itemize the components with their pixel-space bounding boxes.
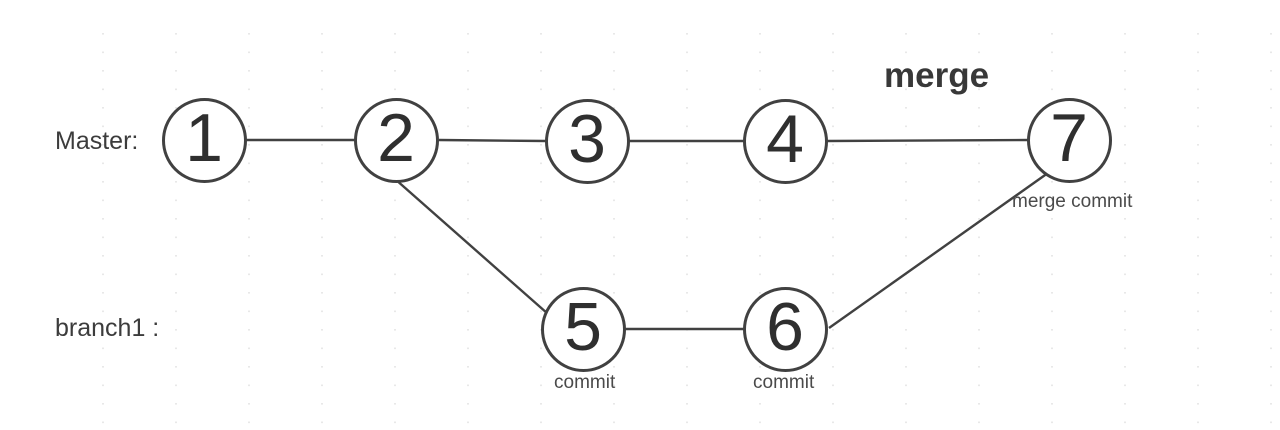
master-branch-label: Master: xyxy=(55,127,139,155)
edge-6-7 xyxy=(828,167,1056,329)
branch1-label: branch1 : xyxy=(55,314,160,342)
merge-annotation: merge xyxy=(884,56,990,95)
commit-node-6-label: 6 xyxy=(766,289,804,365)
commit-node-4: 4 xyxy=(742,98,828,184)
commit-node-2-label: 2 xyxy=(377,100,415,176)
edge-lines xyxy=(245,138,1056,331)
commit-node-1-label: 1 xyxy=(185,100,223,176)
edge-2-3 xyxy=(438,138,547,143)
edge-2-5 xyxy=(394,178,557,322)
commit-node-4-label: 4 xyxy=(766,101,804,177)
commit-node-3: 3 xyxy=(544,98,630,184)
commit-node-2: 2 xyxy=(353,97,439,183)
grid-dots xyxy=(102,33,1272,430)
commit-node-7-label: 7 xyxy=(1050,100,1088,176)
edge-4-7 xyxy=(826,138,1030,143)
commit-node-6: 6 xyxy=(742,286,828,372)
commit-annotation-node6: commit xyxy=(753,372,815,393)
commit-node-5: 5 xyxy=(540,286,626,372)
commit-annotation-node5: commit xyxy=(554,372,616,393)
commit-node-3-label: 3 xyxy=(568,101,606,177)
merge-commit-annotation: merge commit xyxy=(1012,191,1133,212)
commit-node-1: 1 xyxy=(161,97,247,183)
commit-node-5-label: 5 xyxy=(564,289,602,365)
commit-node-7: 7 xyxy=(1026,97,1112,183)
